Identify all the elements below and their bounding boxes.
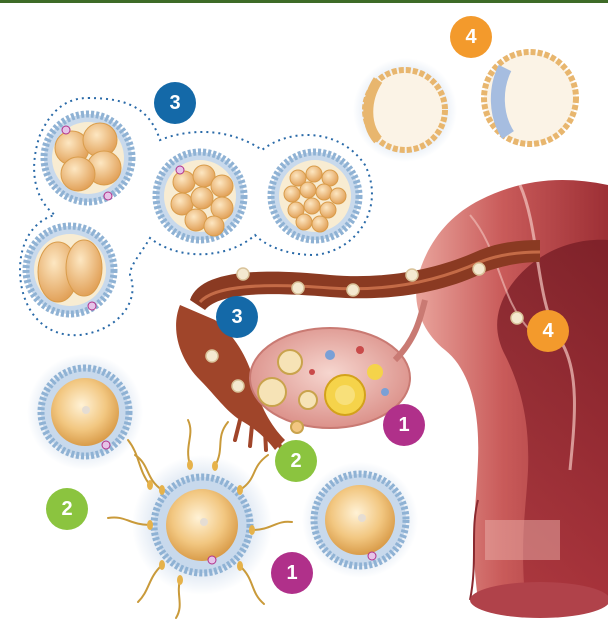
embryo-4-cell	[44, 114, 132, 202]
released-oocyte	[302, 462, 418, 578]
stage-badge-3-tube: 3	[216, 296, 258, 338]
embryo-2-cell	[26, 226, 114, 314]
stage-badge-4-top: 4	[450, 16, 492, 58]
stage-badge-4-uterus: 4	[527, 310, 569, 352]
embryo-8-cell	[156, 152, 244, 240]
stage-badge-2-left: 2	[46, 488, 88, 530]
morula	[271, 152, 359, 240]
blastocyst	[484, 52, 576, 144]
stage-badge-1-bottom: 1	[271, 552, 313, 594]
early-blastocyst	[353, 58, 457, 162]
stage-badge-2-ovary: 2	[275, 440, 317, 482]
stage-badge-1-ovary: 1	[383, 404, 425, 446]
oocyte	[27, 354, 143, 470]
stage-badge-3-top: 3	[154, 82, 196, 124]
